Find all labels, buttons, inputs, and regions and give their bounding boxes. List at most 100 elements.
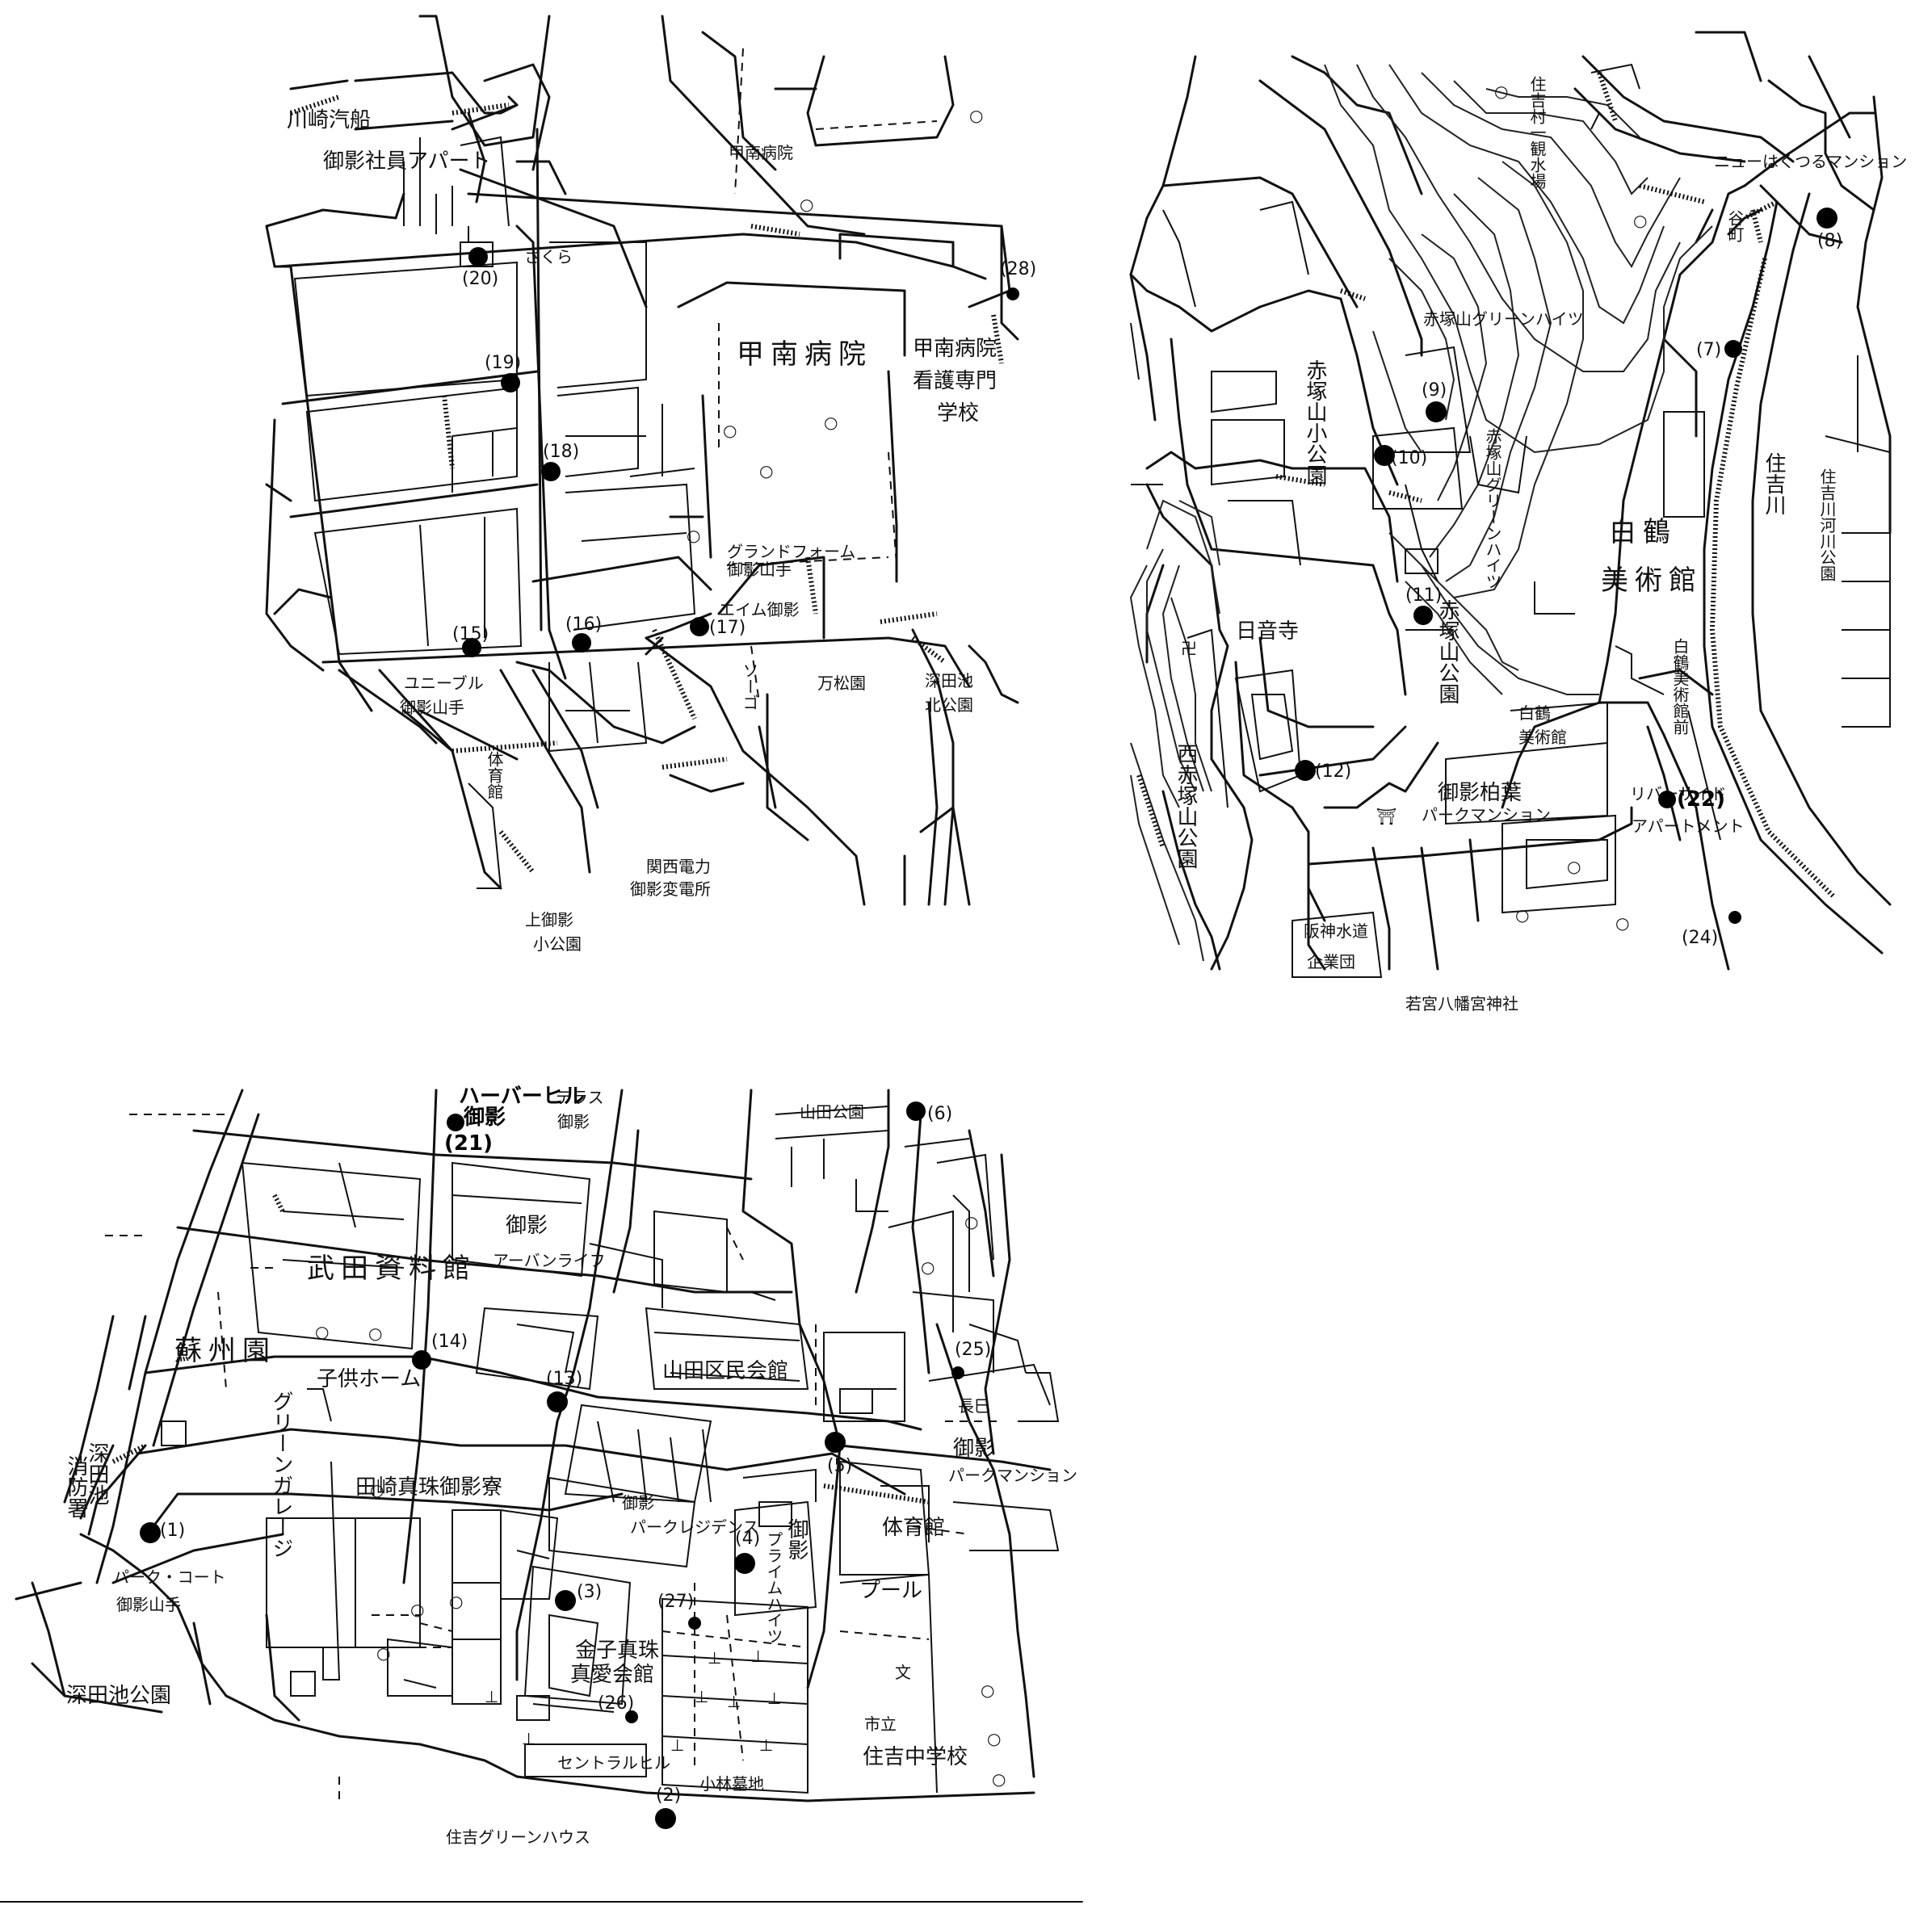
label-konan-nurse-3: 学校 — [937, 401, 979, 426]
point-15 — [462, 638, 481, 657]
point-19-label: (19) — [485, 353, 521, 373]
point-6-label: (6) — [927, 1104, 952, 1124]
svg-text:○: ○ — [723, 421, 737, 440]
svg-text:○: ○ — [370, 1480, 384, 1500]
label-chomi: 長巳 — [958, 1396, 990, 1416]
point-16 — [572, 633, 591, 652]
label-hakutsuru-small-1: 白鶴 — [1518, 703, 1551, 723]
svg-text:○: ○ — [1615, 913, 1629, 933]
svg-text:○: ○ — [969, 106, 983, 125]
svg-text:⊥: ⊥ — [767, 1689, 781, 1708]
label-kaneko-2: 真愛会館 — [570, 1663, 654, 1687]
svg-text:⊥: ⊥ — [708, 1648, 721, 1668]
label-kaneko-1: 金子真珠 — [575, 1639, 659, 1663]
point-13 — [547, 1391, 568, 1412]
label-unibel-1: ユニーブル — [404, 673, 484, 693]
label-riverside-2: アパートメント — [1632, 816, 1745, 836]
label-prime-1: 御影 — [784, 1518, 808, 1560]
labels-top-right: 住吉村一観水場 ニューはくつるマンション 赤塚山グリーンハイツ 赤塚山グリーンハ… — [1174, 76, 1907, 1013]
label-kashiba-2: パークマンション — [1422, 805, 1551, 825]
label-fukaike-north-2: 北公園 — [925, 695, 973, 715]
point-3-label: (3) — [577, 1582, 602, 1602]
point-17-label: (17) — [709, 618, 746, 638]
label-prime-2: プライムハイツ — [764, 1531, 783, 1644]
point-28 — [1006, 287, 1019, 300]
labels-bottom: ハーバーヒル 御影 テラス 御影 山田公園 御影 アーバンライフ 武田資料館 蘇… — [64, 1085, 1077, 1847]
label-sumiyoshi-river: 住吉川 — [1762, 452, 1786, 515]
map-bottom — [15, 1089, 1060, 1802]
svg-text:○: ○ — [921, 1257, 934, 1277]
point-18-label: (18) — [543, 442, 579, 462]
point-8-label: (8) — [1817, 231, 1842, 251]
svg-text:⊥: ⊥ — [759, 1735, 773, 1755]
point-1 — [140, 1522, 161, 1543]
point-15-label: (15) — [452, 624, 489, 644]
label-hakutsuru-p: 白鶴美術館前 — [1670, 638, 1690, 735]
point-25 — [951, 1366, 964, 1379]
point-5-label: (5) — [827, 1456, 852, 1476]
label-gym-bottom: 体育館 — [882, 1516, 945, 1540]
label-central-hill: セントラルヒル — [557, 1753, 670, 1773]
label-kobayashi: 小林墓地 — [699, 1774, 764, 1794]
label-residence-2: パークレジデンス — [630, 1517, 759, 1537]
label-akatsuka-park: 赤塚山公園 — [1435, 599, 1460, 704]
svg-text:⊥: ⊥ — [727, 1692, 741, 1711]
labels-top-left: 川崎汽船 御影社員アパート さくら 甲南病院 甲南病院 甲南病院 看護専門 学校… — [287, 106, 1036, 954]
label-hakutsuru-1: 白鶴 — [1609, 516, 1677, 548]
label-akatsuka-green-heights: 赤塚山グリーンハイツ — [1423, 309, 1584, 329]
svg-text:○: ○ — [449, 1592, 463, 1611]
point-7 — [1724, 340, 1742, 358]
label-wakamiya: 若宮八幡宮神社 — [1405, 994, 1518, 1013]
label-hakutsuru-small-2: 美術館 — [1518, 728, 1567, 747]
shrine-symbol: ⛩ — [1376, 807, 1396, 826]
point-22-label: (22) — [1677, 787, 1725, 812]
label-harbor-1: ハーバーヒル — [459, 1085, 585, 1109]
label-terrace-1: テラス — [556, 1088, 604, 1107]
label-green-house: 住吉グリーンハウス — [446, 1827, 590, 1847]
label-konan-hospital-small: 甲南病院 — [729, 143, 793, 162]
point-6 — [906, 1101, 926, 1121]
label-harbor-2: 御影 — [463, 1105, 506, 1130]
point-24 — [1728, 911, 1741, 924]
svg-text:○: ○ — [992, 1769, 1006, 1789]
label-hanshin-1: 阪神水道 — [1304, 921, 1368, 941]
svg-text:○: ○ — [368, 1324, 382, 1343]
point-10 — [1374, 445, 1395, 466]
label-kashiba-1: 御影柏葉 — [1438, 781, 1522, 805]
label-fire-2: 消防署 — [64, 1455, 88, 1518]
label-kodomo-home: 子供ホーム — [317, 1367, 421, 1391]
svg-text:○: ○ — [376, 1643, 390, 1663]
label-hakutsuru-2: 美術館 — [1601, 564, 1703, 597]
label-park-mansion-1: 御影 — [953, 1437, 995, 1461]
point-13-label: (13) — [546, 1369, 582, 1389]
label-konan-nurse-1: 甲南病院 — [913, 337, 997, 361]
point-21 — [447, 1114, 464, 1131]
point-26-label: (26) — [598, 1693, 634, 1714]
point-5 — [825, 1432, 846, 1453]
point-14 — [412, 1350, 431, 1370]
point-10-label: (10) — [1391, 448, 1427, 468]
svg-text:⊥: ⊥ — [695, 1687, 708, 1706]
point-9-label: (9) — [1422, 380, 1447, 401]
point-27-label: (27) — [657, 1592, 694, 1612]
map-top-right — [1129, 31, 1892, 978]
point-26 — [625, 1710, 638, 1723]
svg-text:⊥: ⊥ — [670, 1735, 684, 1755]
svg-text:○: ○ — [1515, 905, 1529, 925]
svg-text:⊥: ⊥ — [751, 1647, 765, 1666]
point-25-label: (25) — [955, 1340, 991, 1360]
svg-text:○: ○ — [800, 195, 813, 214]
label-kamimikage-1: 上御影 — [525, 910, 573, 929]
label-school-2: 住吉中学校 — [863, 1745, 968, 1769]
label-kansai-2: 御影変電所 — [630, 879, 711, 899]
point-2 — [655, 1808, 676, 1829]
svg-text:○: ○ — [981, 1681, 994, 1700]
point-12-label: (12) — [1315, 762, 1351, 782]
label-nishi-akatsuka: 西赤塚山公園 — [1174, 743, 1198, 869]
point-28-label: (28) — [1000, 259, 1036, 279]
label-bridge: 谷町 — [1725, 210, 1745, 242]
svg-text:○: ○ — [964, 1212, 978, 1232]
label-kamimikage-2: 小公園 — [533, 934, 582, 954]
point-24-label: (24) — [1682, 928, 1718, 948]
